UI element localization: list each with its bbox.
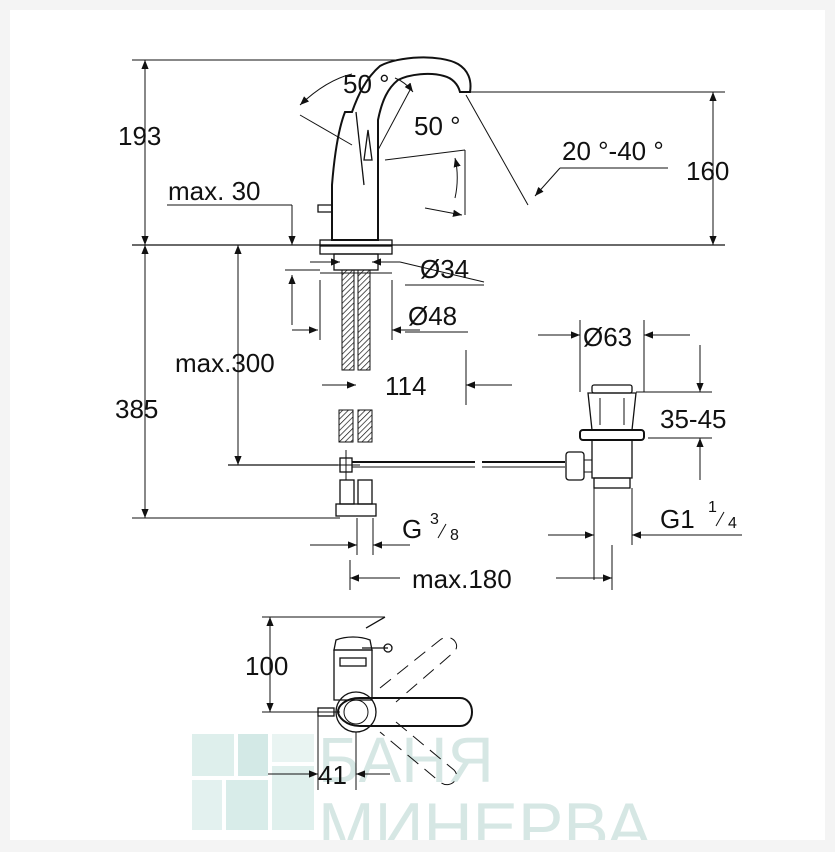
faucet-base bbox=[319, 239, 393, 246]
label-41: 41 bbox=[318, 760, 347, 790]
shank-washer bbox=[319, 245, 393, 255]
drain-flange-nut bbox=[579, 429, 645, 441]
connector-left bbox=[339, 479, 355, 505]
watermark-logo bbox=[192, 734, 314, 830]
dim-41: 41 bbox=[268, 716, 390, 790]
top-handle bbox=[336, 697, 473, 727]
watermark-line2: МИНЕРВА bbox=[318, 789, 652, 840]
label-193: 193 bbox=[118, 121, 161, 151]
dim-35-45: 35-45 bbox=[636, 345, 727, 480]
mounting-shank bbox=[319, 245, 393, 517]
angle-line-lower bbox=[384, 149, 466, 161]
drain-rod-nut bbox=[565, 451, 585, 481]
label-g114: G1 bbox=[660, 504, 695, 534]
connector-base bbox=[335, 503, 377, 517]
label-dia48: Ø48 bbox=[408, 301, 457, 331]
drain-waste bbox=[565, 384, 645, 489]
label-dia34: Ø34 bbox=[420, 254, 469, 284]
dim-100: 100 bbox=[245, 616, 385, 713]
drain-body-upper bbox=[587, 392, 637, 431]
angle-arc-50b-end bbox=[424, 207, 463, 217]
angle-line-left bbox=[299, 114, 353, 146]
dim-dia63: Ø63 bbox=[538, 320, 690, 392]
popup-linkage bbox=[228, 450, 565, 480]
watermark-line1: БАНЯ bbox=[318, 724, 494, 796]
label-g38-sub: 8 bbox=[450, 527, 459, 544]
drain-body-lower bbox=[591, 439, 633, 479]
dim-160: 160 bbox=[686, 92, 729, 245]
dim-dia34: Ø34 bbox=[310, 254, 485, 286]
hose-right bbox=[357, 269, 371, 371]
label-g38: G bbox=[402, 514, 422, 544]
drain-tail bbox=[593, 477, 631, 489]
handle-alt-position-down bbox=[379, 721, 458, 786]
lever-inner-edge bbox=[355, 111, 365, 186]
dim-max300: max.300 bbox=[175, 245, 275, 465]
angle-arc-50b bbox=[453, 157, 461, 199]
drain-cap bbox=[591, 384, 633, 394]
label-angle-50a: 50 ° bbox=[343, 69, 390, 99]
spray-arrow bbox=[534, 167, 561, 197]
connector-right bbox=[357, 479, 373, 505]
popup-rod bbox=[317, 204, 332, 213]
dim-114: 114 bbox=[322, 350, 512, 405]
label-114: 114 bbox=[385, 371, 426, 401]
dim-dia48: Ø48 bbox=[292, 280, 468, 340]
watermark: БАНЯ МИНЕРВА bbox=[192, 724, 652, 840]
label-max300: max.300 bbox=[175, 348, 275, 378]
shank-nut bbox=[333, 253, 379, 271]
label-angle-20-40: 20 °-40 ° bbox=[562, 136, 664, 166]
label-max180: max.180 bbox=[412, 564, 512, 594]
dim-g114: G1 1 4 bbox=[548, 488, 742, 580]
label-100: 100 bbox=[245, 651, 288, 681]
hose-left-lower bbox=[338, 409, 354, 443]
dim-g38: G 3 8 bbox=[310, 511, 459, 555]
label-dia63: Ø63 bbox=[583, 322, 632, 352]
label-35-45: 35-45 bbox=[660, 404, 727, 434]
dim-193: 193 bbox=[118, 60, 161, 245]
top-aerator bbox=[339, 657, 367, 667]
dim-max30: max. 30 bbox=[167, 176, 320, 325]
faucet-body bbox=[331, 56, 472, 241]
angle-arc-right bbox=[394, 77, 414, 93]
label-g114-sup: 1 bbox=[708, 499, 717, 516]
drawing-sheet: БАНЯ МИНЕРВА 193 bbox=[10, 10, 825, 840]
hose-right-lower bbox=[357, 409, 373, 443]
label-g114-sub: 4 bbox=[728, 515, 737, 532]
handle-alt-position-up bbox=[379, 636, 458, 703]
angle-line-right bbox=[377, 89, 411, 151]
label-385: 385 bbox=[115, 394, 158, 424]
label-160: 160 bbox=[686, 156, 729, 186]
angle-arc-50a bbox=[299, 73, 353, 106]
hose-left bbox=[341, 269, 355, 371]
technical-drawing: БАНЯ МИНЕРВА 193 bbox=[115, 56, 742, 840]
label-angle-50b: 50 ° bbox=[414, 111, 461, 141]
dim-385: 385 bbox=[115, 245, 340, 519]
dim-max180: max.180 bbox=[349, 545, 613, 594]
spray-line bbox=[465, 94, 529, 206]
label-max30: max. 30 bbox=[168, 176, 261, 206]
lever-handle bbox=[363, 129, 373, 161]
label-g38-sup: 3 bbox=[430, 511, 439, 528]
faucet-side-view bbox=[132, 56, 725, 246]
